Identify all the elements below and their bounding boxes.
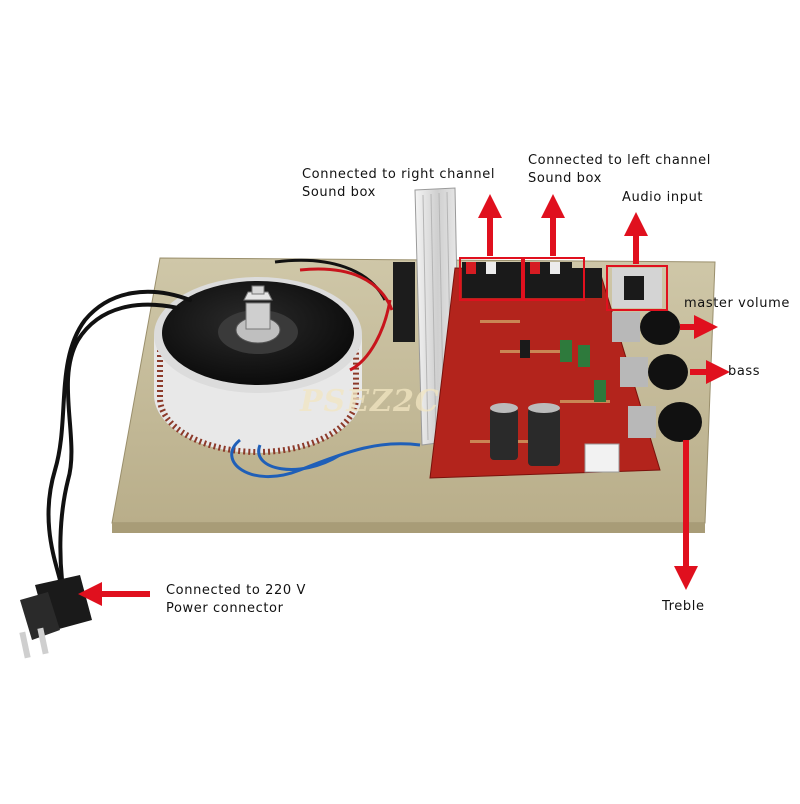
potentiometer-bass (620, 354, 688, 390)
toroidal-transformer (154, 277, 362, 455)
power-plug (19, 575, 92, 659)
label-power-line1: Connected to 220 V (166, 583, 306, 598)
label-audio-input: Audio input (622, 190, 704, 205)
annotation-arrows (78, 194, 730, 606)
potentiometer-treble (628, 402, 702, 442)
label-right-channel: Connected to right channel Sound box (302, 166, 495, 202)
label-treble: Treble (662, 599, 705, 614)
speaker-terminals (462, 262, 602, 298)
label-power-line2: Power connector (166, 601, 284, 616)
label-left-channel-line2: Sound box (528, 171, 602, 186)
label-bass: bass (728, 364, 761, 379)
capacitors (490, 340, 606, 466)
power-cord (46, 289, 192, 582)
label-power: Connected to 220 V Power connector (166, 582, 306, 618)
pcb-board (429, 262, 662, 479)
white-connector (584, 443, 620, 473)
label-left-channel: Connected to left channel Sound box (528, 152, 711, 188)
label-left-channel-line1: Connected to left channel (528, 153, 711, 168)
label-master-volume: master volume (684, 296, 790, 311)
label-right-channel-line1: Connected to right channel (302, 167, 496, 182)
label-right-channel-line2: Sound box (302, 185, 376, 200)
audio-input-jack (612, 268, 662, 308)
watermark-text: PSEZ2C (300, 384, 440, 419)
highlight-boxes (459, 257, 668, 311)
potentiometer-master-volume (612, 309, 680, 345)
